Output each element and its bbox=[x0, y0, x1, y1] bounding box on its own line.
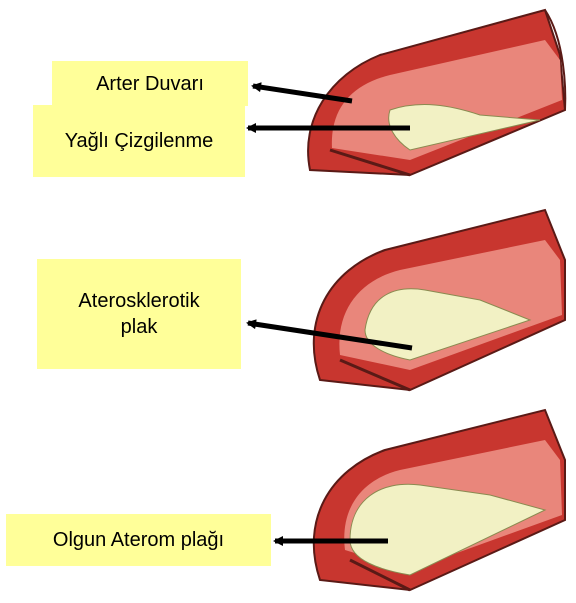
label-plaque-text-1: Aterosklerotik bbox=[78, 288, 199, 314]
label-artery-wall-text: Arter Duvarı bbox=[96, 71, 204, 97]
artery-stage-2 bbox=[314, 210, 565, 390]
artery-stage-1 bbox=[308, 10, 565, 175]
label-fatty-streak-text: Yağlı Çizgilenme bbox=[65, 128, 214, 154]
artery-stage-3 bbox=[314, 410, 565, 590]
label-mature-atheroma: Olgun Aterom plağı bbox=[6, 514, 271, 566]
label-fatty-streak: Yağlı Çizgilenme bbox=[33, 105, 245, 177]
label-plaque: Aterosklerotik plak bbox=[37, 259, 241, 369]
label-artery-wall: Arter Duvarı bbox=[52, 61, 248, 106]
label-plaque-text-2: plak bbox=[121, 314, 158, 340]
label-mature-atheroma-text: Olgun Aterom plağı bbox=[53, 527, 224, 553]
